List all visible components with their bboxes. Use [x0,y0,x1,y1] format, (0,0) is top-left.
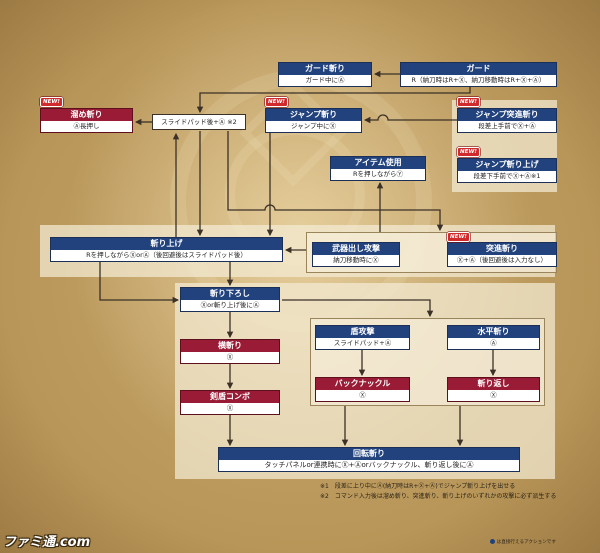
node-charged-slash-input: Ⓐ長押し [73,122,100,130]
node-spin-slash-title: 回転斬り [219,448,519,460]
famitsu-logo: ファミ通.com [3,535,91,550]
node-return-slash-title: 斬り返し [448,378,539,390]
node-jump-slash-input: ジャンプ中にⓍ [291,122,336,130]
legend: は直接行えるアクションです [489,539,556,545]
node-back-knuckle-input: Ⓧ [359,391,366,399]
connector-guard-to-slide-pad [196,87,471,114]
node-guard-slash-title: ガード斬り [279,63,371,75]
node-jump-dash-slash: ジャンプ突進斬り 段差上手前でⓍ+Ⓐ [457,108,557,133]
node-guard-input: R（納刀時はR+Ⓧ、納刀移動時はR+Ⓧ+Ⓐ） [411,76,546,84]
node-jump-rising-slash-input: 段差下手前でⓍ+Ⓐ※1 [473,172,541,180]
new-badge-jump-dash-slash: NEW! [457,97,480,107]
node-back-knuckle-title: バックナックル [316,378,409,390]
node-draw-attack: 武器出し攻撃 納刀移動時にⓍ [312,242,400,267]
connector-jump-dash-to-jump-slash [363,114,457,124]
node-horizontal-slash: 水平斬り Ⓐ [447,325,540,350]
new-badge-charged-slash: NEW! [40,97,63,107]
node-charged-slash: 溜め斬り Ⓐ長押し [40,108,133,133]
node-side-slash: 横斬り Ⓧ [180,339,280,364]
node-guard-slash: ガード斬り ガード中にⒶ [278,62,372,87]
node-rising-slash-input: Rを押しながらⓍorⒶ（後回避後はスライドパッド後） [86,251,247,259]
node-charged-slash-title: 溜め斬り [41,109,132,121]
node-jump-slash: ジャンプ斬り ジャンプ中にⓍ [265,108,362,133]
node-sword-shield-combo-input: Ⓧ [226,404,234,412]
node-dash-slash-input: Ⓧ+Ⓐ（後回避後は入力なし） [457,256,547,264]
legend-dot-icon [489,539,495,544]
node-side-slash-input: Ⓧ [226,353,234,361]
node-sword-shield-combo: 剣盾コンボ Ⓧ [180,390,280,415]
node-dash-slash-title: 突進斬り [448,243,556,255]
node-shield-attack: 盾攻撃 スライドパッド+Ⓐ [315,325,410,350]
connector-slide-pad-to-draw-dash [227,131,444,232]
node-shield-attack-input: スライドパッド+Ⓐ [333,339,392,347]
node-side-slash-title: 横斬り [181,340,279,352]
node-guard: ガード R（納刀時はR+Ⓧ、納刀移動時はR+Ⓧ+Ⓐ） [400,62,557,87]
footnote-2: ※2 コマンド入力後は溜め斬り、突進斬り、斬り上げのいずれかの攻撃に必ず派生する [320,493,557,500]
new-badge-jump-slash: NEW! [265,97,288,107]
new-badge-dash-slash: NEW! [447,232,470,242]
connector-downward-to-shield-group [282,299,434,318]
node-item-use-title: アイテム使用 [331,157,425,169]
node-guard-slash-input: ガード中にⒶ [305,76,345,84]
connector-rising-to-downward-slash-side [99,262,180,304]
legend-text: は直接行えるアクションです [496,540,556,545]
node-item-use: アイテム使用 Rを押しながらⓎ [330,156,426,181]
node-dash-slash: 突進斬り Ⓧ+Ⓐ（後回避後は入力なし） [447,242,557,267]
node-draw-attack-input: 納刀移動時にⓍ [333,256,379,264]
node-draw-attack-title: 武器出し攻撃 [313,243,399,255]
node-shield-attack-title: 盾攻撃 [316,326,409,338]
node-rising-slash: 斬り上げ Rを押しながらⓍorⒶ（後回避後はスライドパッド後） [50,237,283,262]
node-back-knuckle: バックナックル Ⓧ [315,377,410,402]
node-spin-slash: 回転斬り タッチパネルor連携時にⓍ+Ⓐorバックナックル、斬り返し後にⒶ [218,447,520,472]
footnote-1: ※1 段差に上り中にⒶ(納刀時はR+Ⓧ+Ⓐ)でジャンプ斬り上げを出せる [320,483,516,490]
node-rising-slash-title: 斬り上げ [51,238,282,250]
node-item-use-input: Rを押しながらⓎ [352,170,404,178]
node-return-slash: 斬り返し Ⓧ [447,377,540,402]
node-jump-rising-slash-title: ジャンプ斬り上げ [458,159,556,171]
new-badge-jump-rising-slash: NEW! [457,147,480,157]
node-jump-slash-title: ジャンプ斬り [266,109,361,121]
node-downward-slash-title: 斬り下ろし [181,288,279,300]
node-jump-rising-slash: ジャンプ斬り上げ 段差下手前でⓍ+Ⓐ※1 [457,158,557,183]
node-downward-slash: 斬り下ろし Ⓧor斬り上げ後にⒶ [180,287,280,312]
node-horizontal-slash-input: Ⓐ [490,339,497,347]
node-jump-dash-slash-input: 段差上手前でⓍ+Ⓐ [478,122,536,130]
node-jump-dash-slash-title: ジャンプ突進斬り [458,109,556,121]
node-return-slash-input: Ⓧ [490,391,497,399]
node-spin-slash-input: タッチパネルor連携時にⓍ+Ⓐorバックナックル、斬り返し後にⒶ [264,461,474,469]
node-downward-slash-input: Ⓧor斬り上げ後にⒶ [200,301,260,309]
node-sword-shield-combo-title: 剣盾コンボ [181,391,279,403]
node-guard-title: ガード [401,63,556,75]
node-slide-pad-followup: スライドパッド後+Ⓐ ※2 [152,114,246,130]
node-horizontal-slash-title: 水平斬り [448,326,539,338]
